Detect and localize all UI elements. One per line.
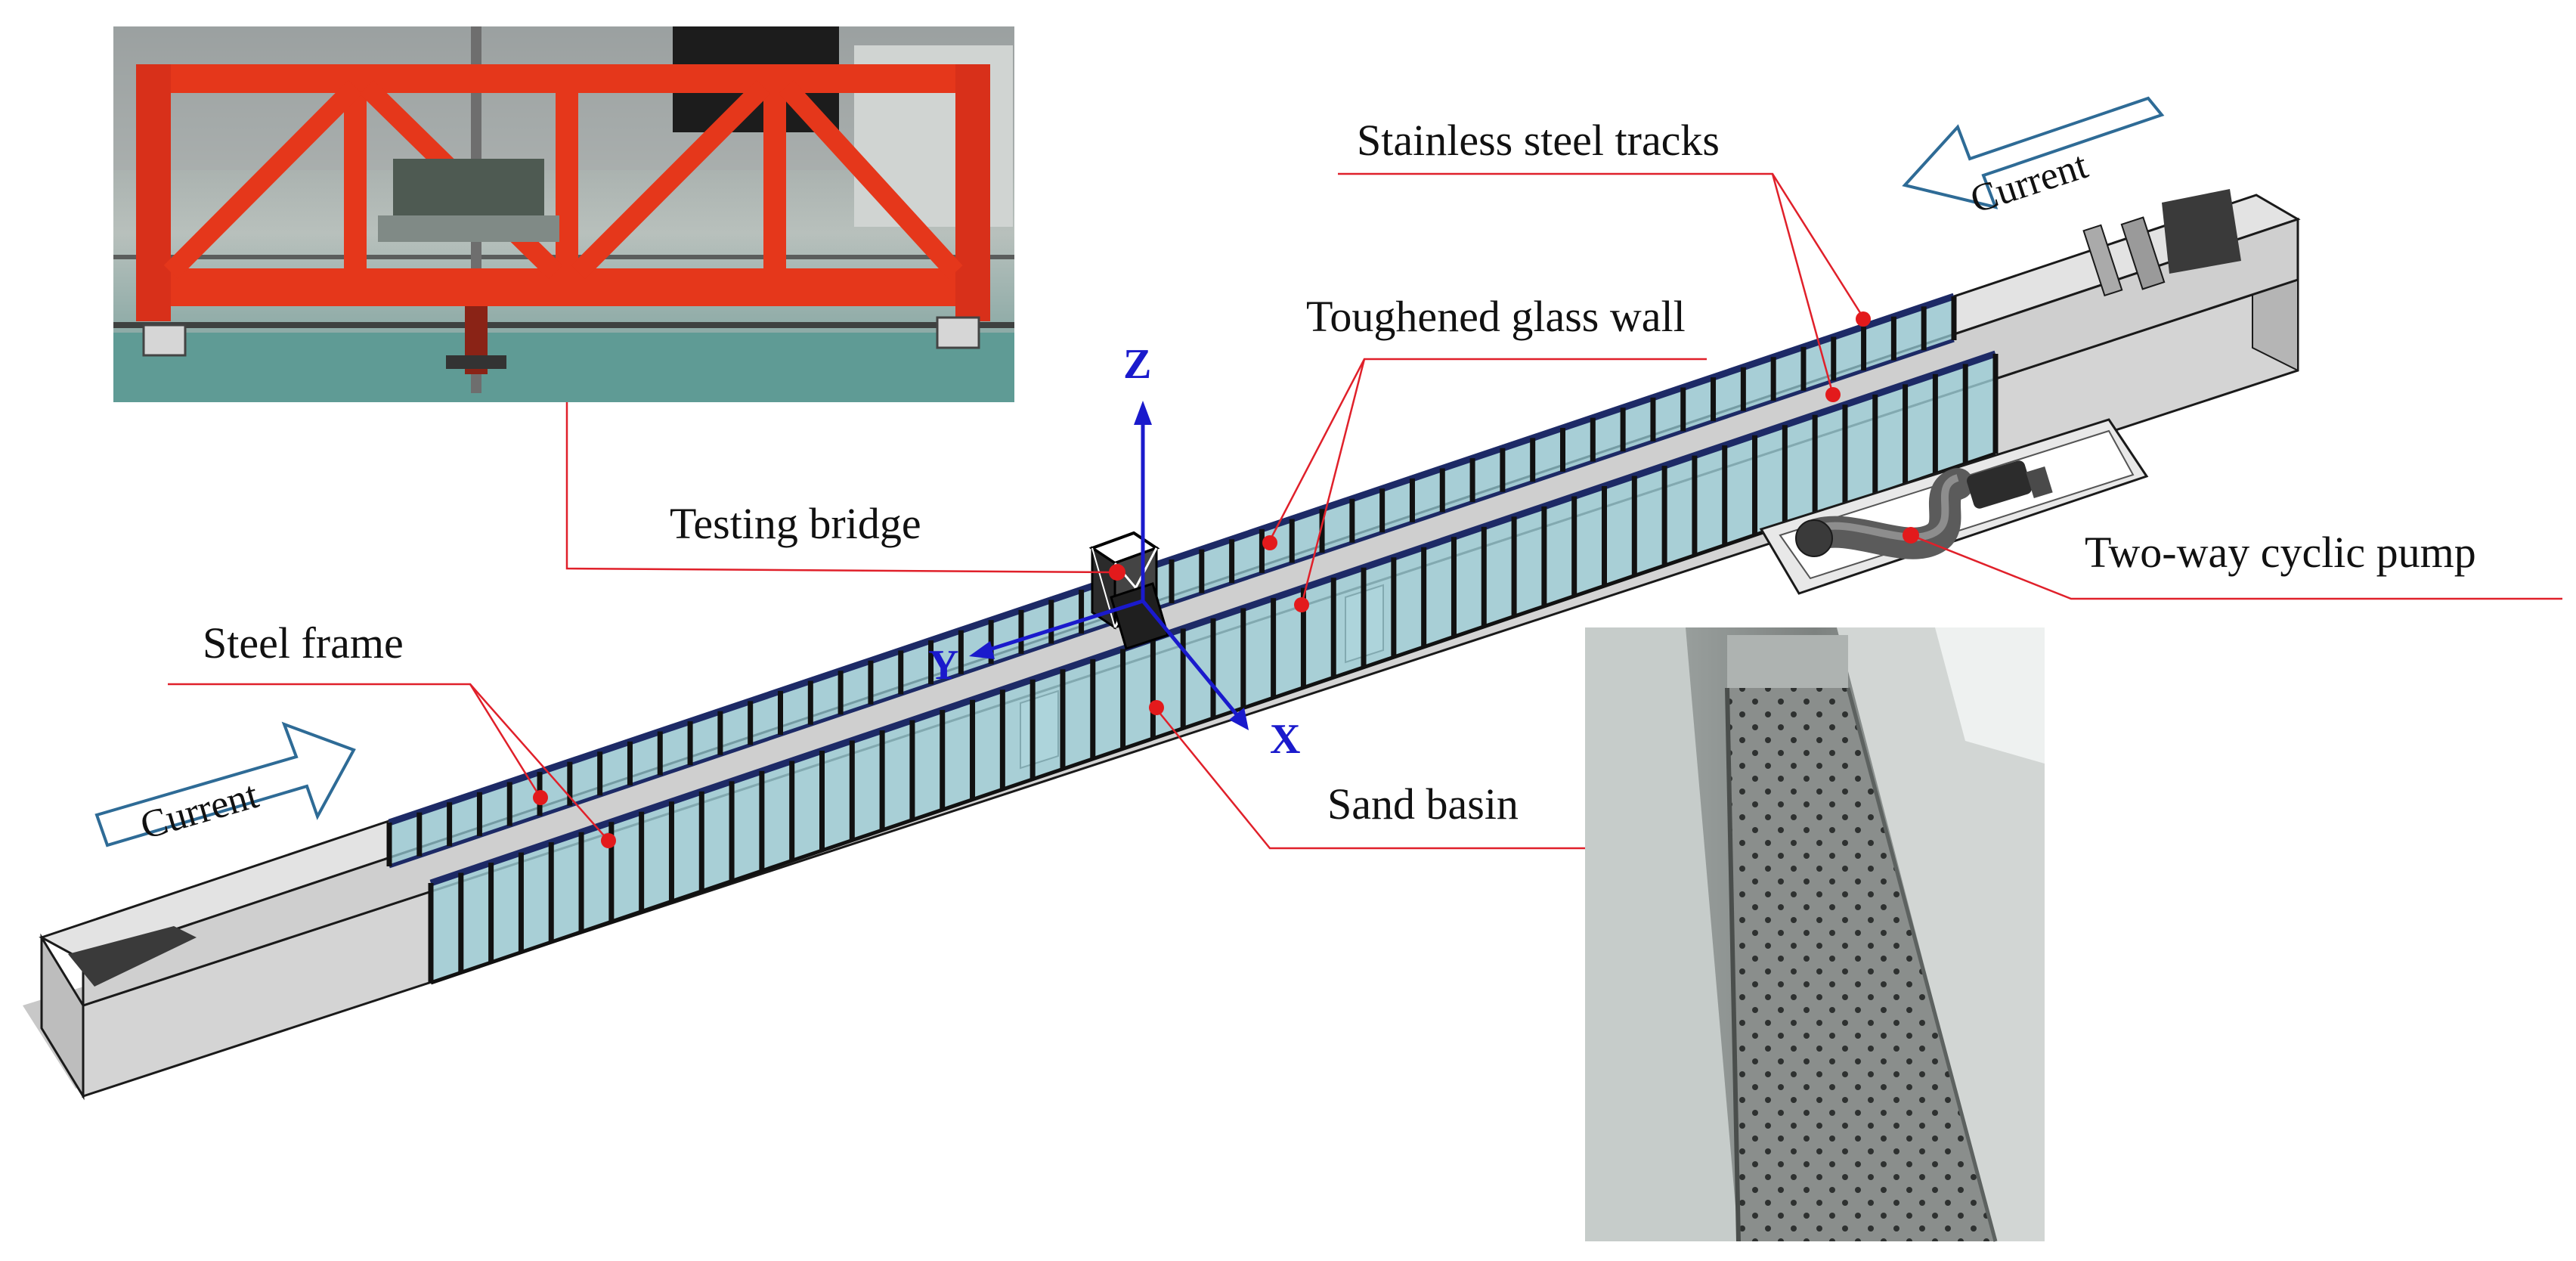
basin-photo-right-wall xyxy=(1837,627,2045,1241)
flume-inlet xyxy=(68,926,197,987)
flume-gate-2 xyxy=(2082,224,2123,297)
dot-testing-bridge xyxy=(1109,564,1125,581)
bridge-photo-diag-3 xyxy=(571,79,771,280)
axis-y-label: Y xyxy=(928,642,958,689)
axis-x-line xyxy=(1141,600,1241,720)
dot-sand-basin xyxy=(1149,700,1164,715)
dot-stainless-tracks-front xyxy=(1825,387,1841,402)
leader-pump xyxy=(1910,534,2562,600)
dot-stainless-tracks-back xyxy=(1856,311,1871,327)
dot-pump xyxy=(1903,527,1919,544)
dot-steel-frame-back xyxy=(533,790,548,805)
label-steel-frame: Steel frame xyxy=(203,618,404,668)
label-sand-basin: Sand basin xyxy=(1327,779,1519,829)
leader-glass-wall-2 xyxy=(1300,358,1366,606)
leader-steel-frame-2 xyxy=(469,683,609,841)
dot-glass-wall-front xyxy=(1294,597,1309,612)
basin-photo-floor xyxy=(1727,688,1995,1241)
dot-steel-frame-front xyxy=(601,833,616,848)
bridge-photo-water xyxy=(113,333,1014,402)
current-arrow-right: Current xyxy=(94,721,356,848)
axis-y-line xyxy=(982,599,1144,654)
flume-gate xyxy=(2120,216,2166,290)
callout-labels: Stainless steel tracks Toughened glass w… xyxy=(203,116,2476,829)
sand-basin-photo xyxy=(1585,627,2045,1242)
testing-bridge-model xyxy=(1088,531,1169,650)
axis-x-label: X xyxy=(1270,716,1300,763)
bridge-photo-left-post xyxy=(136,64,171,321)
flume-outlet xyxy=(2162,189,2241,274)
axis-z-arrowhead xyxy=(1134,401,1152,425)
leader-stainless-tracks-2 xyxy=(1771,173,1834,395)
bridge-cube-brace-3 xyxy=(1091,547,1116,628)
testing-bridge-photo xyxy=(113,26,1014,402)
leader-lines xyxy=(168,172,2562,850)
flume-end-face xyxy=(40,933,85,1101)
bridge-photo-diag-4 xyxy=(779,80,963,279)
current-arrow-right-shape xyxy=(94,721,356,847)
leader-sand-basin xyxy=(1156,708,1585,850)
pump-pit xyxy=(1759,418,2149,595)
front-glass-wall xyxy=(428,350,1999,985)
label-testing-bridge: Testing bridge xyxy=(670,499,921,548)
label-toughened-glass-wall: Toughened glass wall xyxy=(1306,292,1686,341)
bridge-photo-right-post xyxy=(955,64,990,321)
dot-glass-wall-back xyxy=(1262,535,1277,550)
current-arrow-left: Current xyxy=(1902,96,2165,222)
basin-photo-edge-right xyxy=(1846,687,1998,1242)
pump-motor-end xyxy=(2026,466,2053,499)
bridge-photo-carriage xyxy=(393,159,544,219)
basin-photo-window xyxy=(1935,627,2045,764)
pump-motor xyxy=(1967,460,2032,509)
basin-photo-edge-left xyxy=(1725,687,1741,1242)
label-two-way-cyclic-pump: Two-way cyclic pump xyxy=(2085,528,2476,577)
current-arrow-left-shape xyxy=(1902,96,2165,209)
leader-testing-bridge xyxy=(565,402,1118,574)
back-frame-posts xyxy=(386,296,1957,866)
label-stainless-steel-tracks: Stainless steel tracks xyxy=(1357,116,1720,165)
basin-photo-left-wall xyxy=(1585,627,1738,1241)
axes: Z Y X xyxy=(928,341,1300,763)
marker-dots xyxy=(533,311,1919,848)
pump-pipe-highlight xyxy=(1813,474,1959,541)
bridge-photo-wheel-left xyxy=(142,324,187,357)
pump-pipe-end xyxy=(1795,519,1833,557)
axis-y-arrowhead xyxy=(969,641,995,659)
bridge-lower-frame xyxy=(1110,582,1169,650)
axis-x-arrowhead xyxy=(1229,708,1249,730)
bridge-photo-carriage-base xyxy=(378,215,559,242)
bridge-photo-mid-post-2 xyxy=(556,64,578,291)
bridge-photo-diag-1 xyxy=(163,79,363,280)
front-frame-posts xyxy=(428,354,1999,983)
bridge-photo-mid-post-3 xyxy=(763,64,786,291)
basin-photo-far-wall xyxy=(1727,635,1848,688)
back-glass-wall xyxy=(386,293,1957,869)
bridge-photo-foot xyxy=(446,355,506,369)
bridge-photo-wheel-right xyxy=(936,316,980,349)
axis-z-label: Z xyxy=(1123,341,1151,388)
